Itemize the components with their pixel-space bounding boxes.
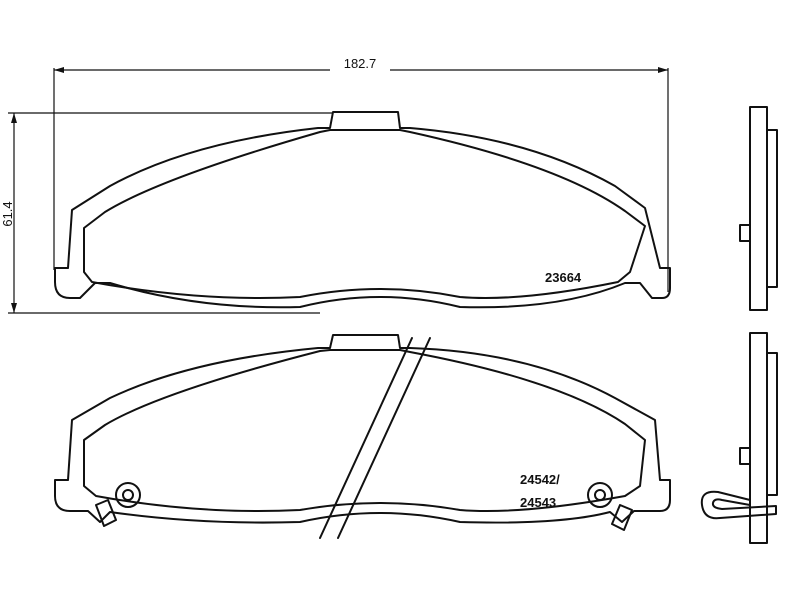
bottom-pad-side-view [700, 332, 778, 544]
width-dimension-label: 182.7 [344, 56, 377, 71]
top-pad-side-view [739, 106, 778, 311]
bottom-pad-part-number-line2: 24543 [520, 495, 556, 510]
right-eyelet [587, 482, 633, 531]
top-pad-part-number: 23664 [545, 270, 582, 285]
left-eyelet [95, 482, 141, 527]
height-dimension-label: 61.4 [0, 201, 15, 226]
top-brake-pad: 23664 [54, 111, 671, 309]
bottom-pad-part-number-line1: 24542/ [520, 472, 560, 487]
width-dimension: 182.7 [53, 56, 669, 292]
height-dimension: 61.4 [0, 112, 333, 314]
bottom-brake-pad: 24542/ 24543 [54, 334, 671, 539]
